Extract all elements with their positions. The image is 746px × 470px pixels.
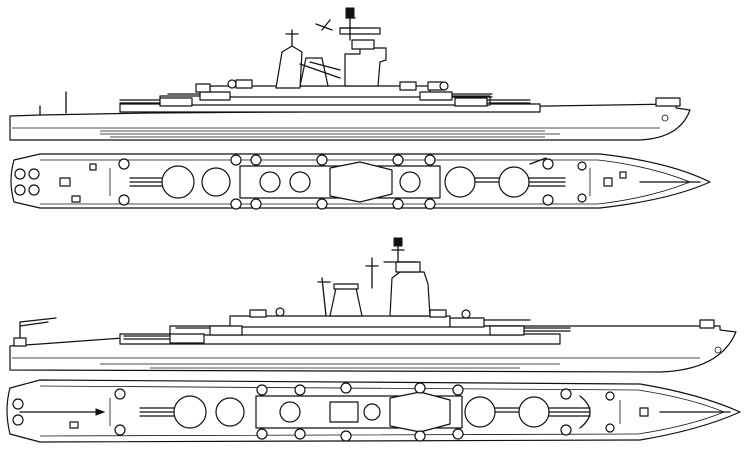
upper-ship-plan xyxy=(10,153,711,210)
lower-plan-turret-fwd-2 xyxy=(518,396,591,428)
upper-turret-aft-1 xyxy=(119,97,193,107)
lower-ship-plan xyxy=(6,379,741,443)
upper-turret-aft-2 xyxy=(167,91,231,101)
upper-bridge xyxy=(344,47,387,87)
upper-aft-tower xyxy=(275,45,303,89)
lower-turret-aft-1 xyxy=(123,333,205,344)
upper-turret-forward-2 xyxy=(419,91,493,101)
lower-plan-turret-aft-2 xyxy=(215,397,245,427)
lower-fore-mast xyxy=(383,243,417,263)
upper-ship-profile xyxy=(9,7,691,141)
lower-aft-mast xyxy=(317,257,379,317)
lower-funnel xyxy=(329,287,363,317)
upper-plan-turret-aft-2 xyxy=(201,167,231,197)
upper-plan-turret-fwd-1 xyxy=(444,166,506,198)
lower-plan-turret-aft xyxy=(139,395,207,429)
lower-ship-profile xyxy=(9,237,737,373)
lower-secondary-mounts xyxy=(114,382,615,442)
upper-plan-turret-aft xyxy=(129,165,195,199)
upper-turret-forward-1 xyxy=(454,97,531,107)
lower-turret-forward-1 xyxy=(489,325,571,336)
lower-bridge xyxy=(389,271,431,317)
lower-turret-aft-2 xyxy=(175,325,243,336)
upper-plan-turret-fwd-2 xyxy=(498,166,566,198)
upper-secondary-mounts xyxy=(118,154,587,210)
